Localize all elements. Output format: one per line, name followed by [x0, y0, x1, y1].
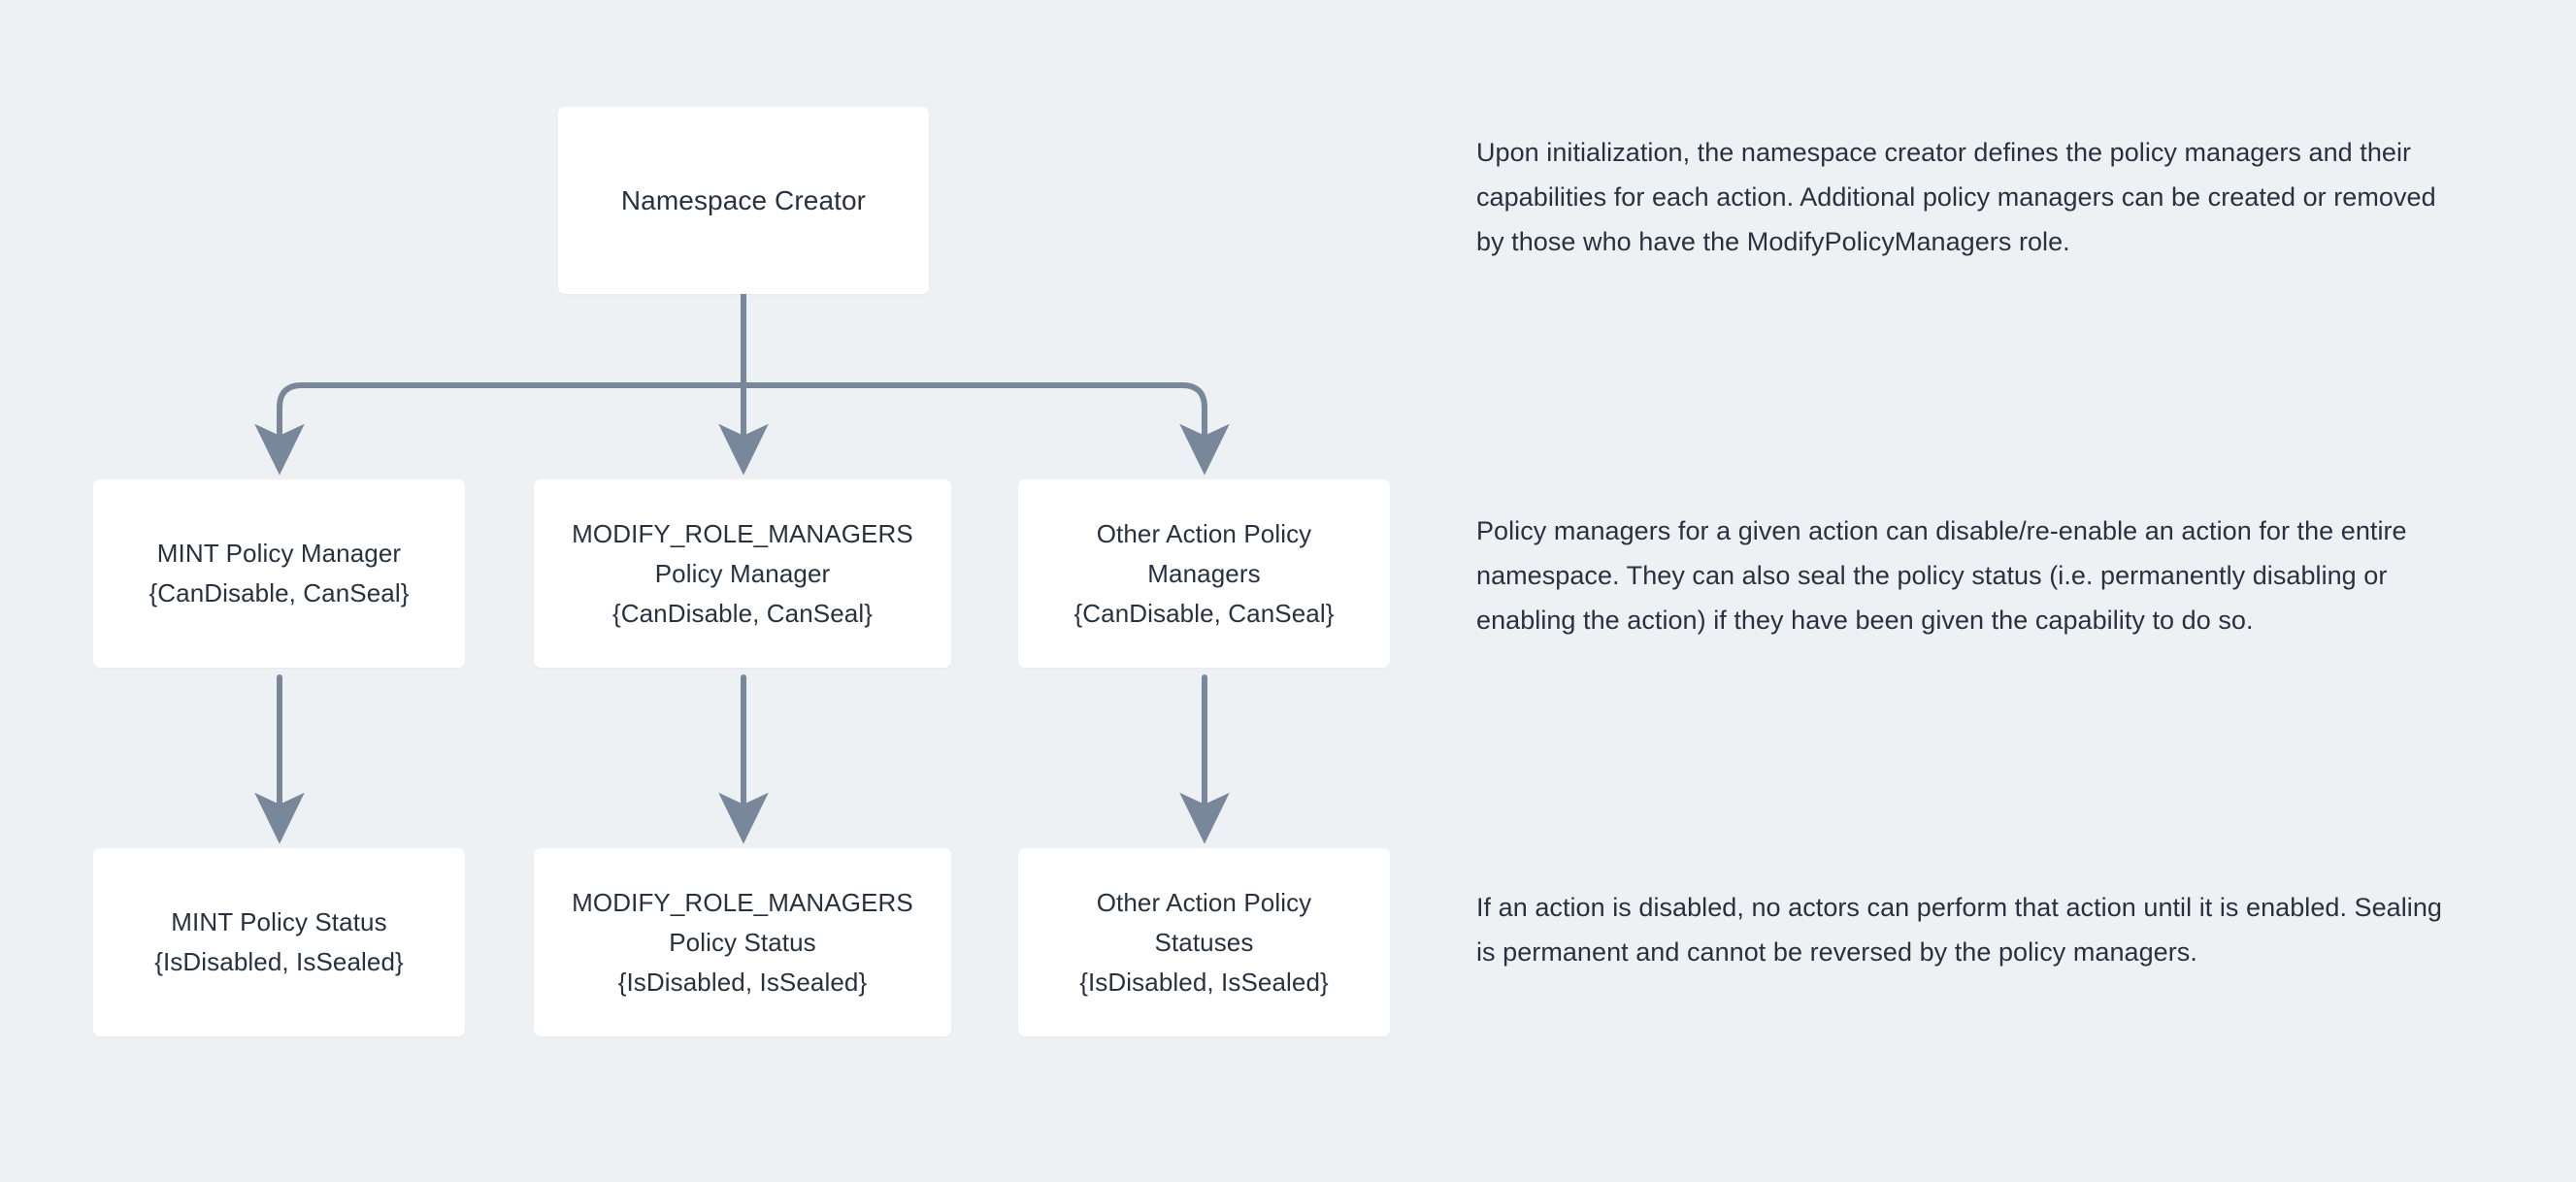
node-label: MINT Policy Status {IsDisabled, IsSealed…: [154, 907, 404, 976]
annotation-policy-manager-capabilities: Policy managers for a given action can d…: [1476, 516, 2407, 635]
node-mint-policy-status[interactable]: MINT Policy Status {IsDisabled, IsSealed…: [93, 848, 465, 1036]
node-mint-policy-manager[interactable]: MINT Policy Manager {CanDisable, CanSeal…: [93, 479, 465, 668]
annotation-initialization: Upon initialization, the namespace creat…: [1476, 138, 2436, 256]
node-label: MODIFY_ROLE_MANAGERS Policy Status {IsDi…: [572, 887, 913, 997]
node-modify-role-managers-policy-manager[interactable]: MODIFY_ROLE_MANAGERS Policy Manager {Can…: [534, 479, 951, 668]
node-other-action-policy-managers[interactable]: Other Action Policy Managers {CanDisable…: [1018, 479, 1390, 668]
node-label: MINT Policy Manager {CanDisable, CanSeal…: [149, 539, 410, 607]
annotation-disabled-and-sealing: If an action is disabled, no actors can …: [1476, 893, 2442, 967]
node-other-action-policy-statuses[interactable]: Other Action Policy Statuses {IsDisabled…: [1018, 848, 1390, 1036]
node-label: Other Action Policy Statuses {IsDisabled…: [1079, 887, 1329, 997]
edge-root-to-mint-policy-manager: [254, 382, 746, 476]
node-label: Other Action Policy Managers {CanDisable…: [1073, 518, 1335, 628]
node-label: MODIFY_ROLE_MANAGERS Policy Manager {Can…: [572, 518, 913, 628]
edge-root-to-other-action-policy-managers: [741, 382, 1230, 476]
node-modify-role-managers-policy-status[interactable]: MODIFY_ROLE_MANAGERS Policy Status {IsDi…: [534, 848, 951, 1036]
node-label: Namespace Creator: [620, 185, 867, 215]
node-namespace-creator[interactable]: Namespace Creator: [558, 107, 929, 294]
